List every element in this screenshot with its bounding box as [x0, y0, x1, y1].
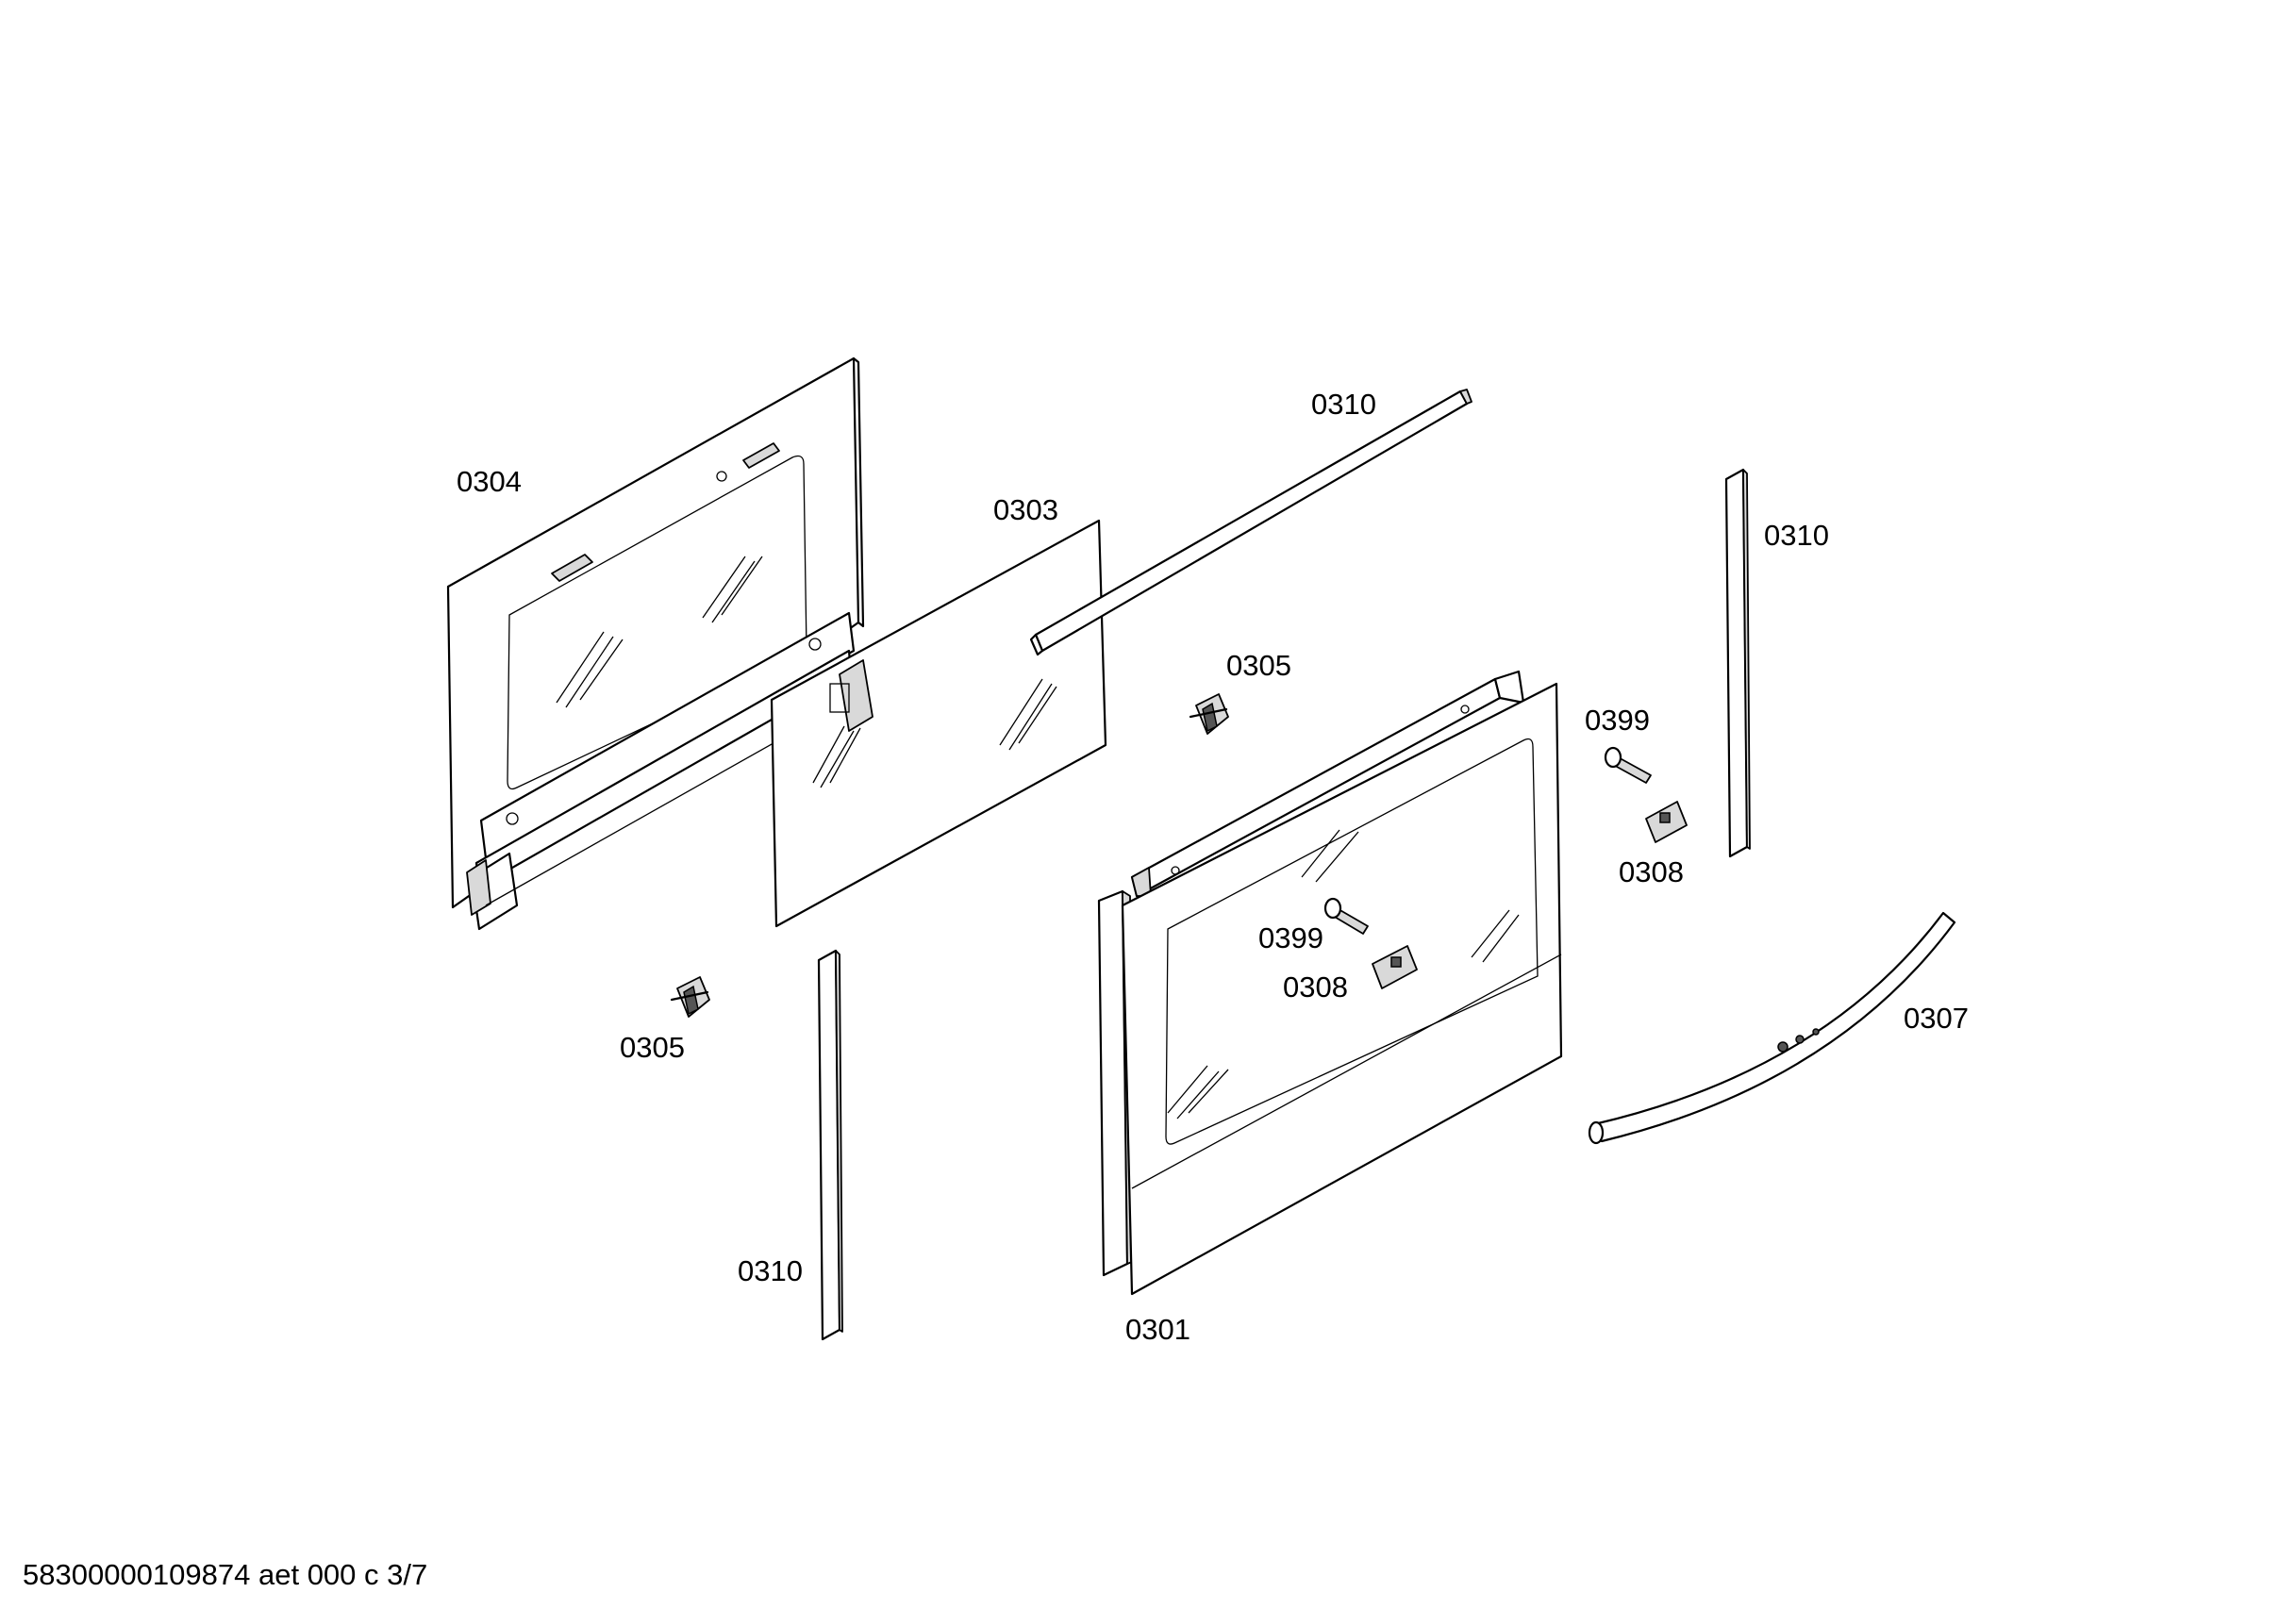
part-0310-top-seal-bar: [1029, 389, 1472, 656]
part-0304-inner-door-panel: [446, 357, 865, 931]
part-0307-handle: [1588, 911, 1956, 1145]
part-0310-right-seal-bar: [1724, 468, 1751, 858]
footer-reference: 58300000109874 aet 000 c 3/7: [23, 1558, 427, 1591]
label-0305-mid: 0305: [1226, 649, 1291, 682]
part-0305-clip-left: [670, 976, 710, 1018]
label-0301: 0301: [1125, 1313, 1190, 1346]
label-0305-left: 0305: [620, 1031, 685, 1064]
label-0308-upper: 0308: [1619, 855, 1684, 888]
part-0301-outer-door: [1097, 670, 1563, 1296]
label-0310-top: 0310: [1311, 388, 1376, 421]
part-0305-clip-mid: [1189, 693, 1229, 735]
label-0310-right: 0310: [1764, 519, 1829, 552]
part-0399-screw-upper: [1604, 746, 1652, 784]
label-0310-bottom: 0310: [738, 1254, 803, 1287]
part-0303-glass-pane: [770, 519, 1107, 928]
part-0310-bottom-seal-bar: [817, 949, 843, 1341]
label-0399-upper: 0399: [1585, 704, 1650, 737]
label-0307: 0307: [1904, 1002, 1969, 1035]
label-0308-lower: 0308: [1283, 970, 1348, 1004]
label-0303: 0303: [993, 493, 1058, 526]
part-0399-screw-lower: [1323, 897, 1369, 935]
label-0304: 0304: [457, 465, 522, 498]
part-0308-block-upper: [1645, 801, 1688, 843]
part-0308-block-lower: [1372, 945, 1418, 989]
label-0399-lower: 0399: [1258, 921, 1323, 954]
